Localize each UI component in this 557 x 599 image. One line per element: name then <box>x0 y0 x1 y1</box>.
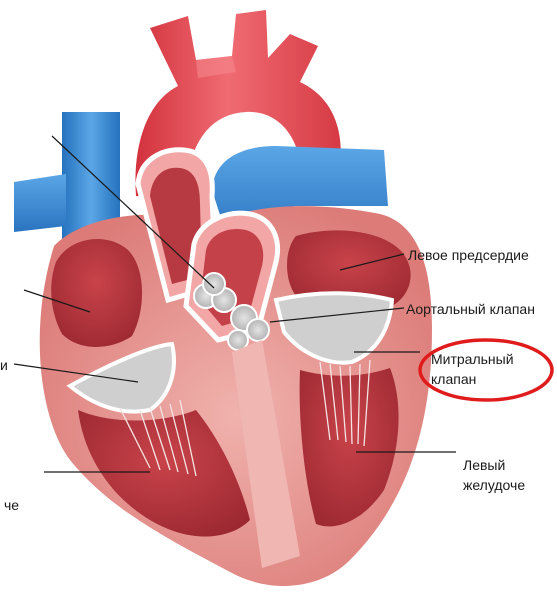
label-mitral-valve-line1: Митральный <box>431 350 514 369</box>
label-left-ventricle-line2: желудоче <box>463 476 525 495</box>
label-left-ventricle-line1: Левый <box>463 456 505 475</box>
label-cut-left-2: че <box>4 496 19 515</box>
label-aortic-valve: Аортальный клапан <box>406 300 535 319</box>
right-atrium <box>51 239 142 347</box>
label-mitral-valve-line2: клапан <box>431 370 476 389</box>
label-cut-left-1: и <box>0 356 8 375</box>
label-left-atrium: Левое предсердие <box>408 246 529 265</box>
